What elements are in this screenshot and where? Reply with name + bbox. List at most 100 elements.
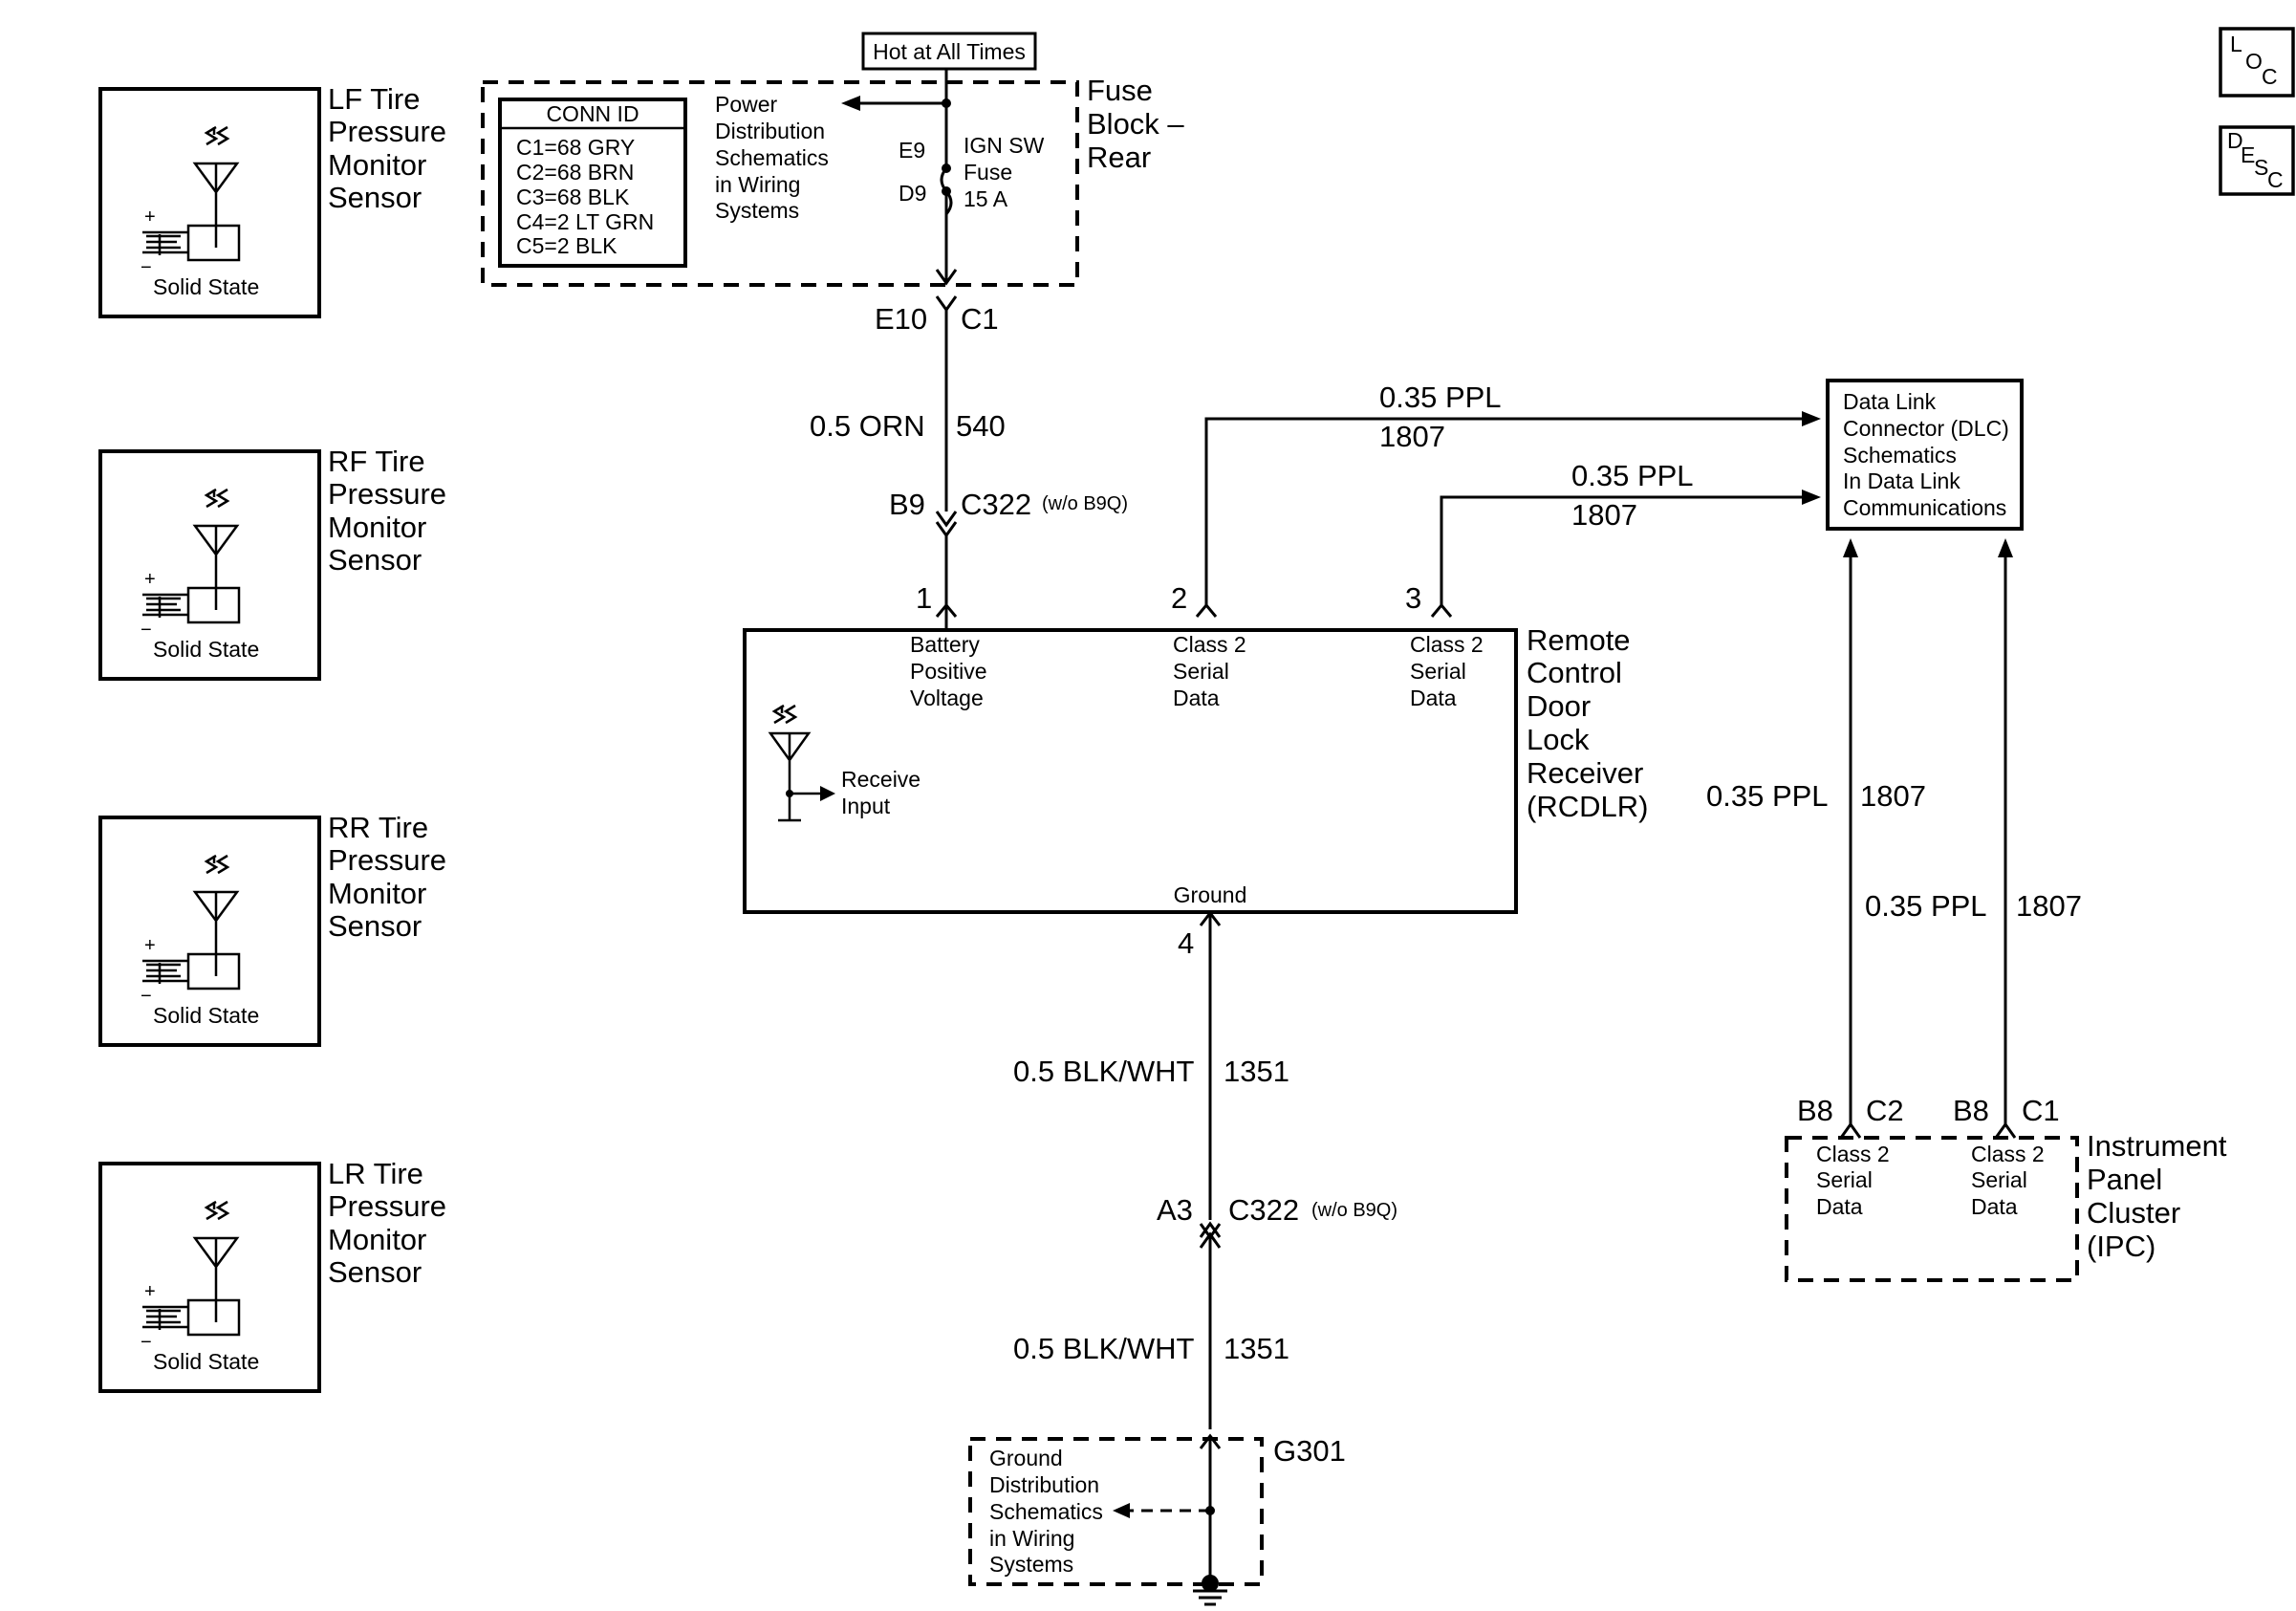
rcdlr-name-line: Lock bbox=[1527, 723, 1590, 756]
connector-pin: E10 bbox=[875, 302, 927, 336]
sensor-name-line: Sensor bbox=[328, 543, 422, 577]
ground-ref-line: Ground bbox=[989, 1446, 1063, 1470]
rr-tire-pressure-sensor: + − Solid State RR Tire Pressure Monitor… bbox=[98, 811, 446, 1047]
dlc-line: In Data Link bbox=[1843, 468, 1960, 493]
ipc-name-line: Instrument bbox=[2087, 1129, 2227, 1163]
sensor-name-line: Pressure bbox=[328, 1189, 446, 1223]
ipc-name-line: Panel bbox=[2087, 1163, 2162, 1196]
conn-id-table: CONN ID C1=68 GRY C2=68 BRN C3=68 BLK C4… bbox=[498, 98, 687, 268]
fuse-label-line: 15 A bbox=[964, 186, 1008, 211]
rcdlr-name-line: Receiver bbox=[1527, 756, 1643, 790]
rcdlr-name-line: Door bbox=[1527, 689, 1591, 723]
sensor-name-line: Monitor bbox=[328, 148, 426, 182]
receive-input-line: Input bbox=[841, 794, 891, 818]
fuse-label-line: IGN SW bbox=[964, 133, 1045, 158]
conn-id-title: CONN ID bbox=[546, 101, 639, 126]
wire-feed-circuit: 540 bbox=[956, 409, 1006, 443]
fuse-pin-bottom: D9 bbox=[899, 181, 926, 206]
wire-color: 0.35 PPL bbox=[1706, 779, 1829, 813]
ipc-pin-label: Data bbox=[1971, 1194, 2018, 1219]
connector-name: C322 bbox=[961, 488, 1031, 521]
sensor-name-line: Pressure bbox=[328, 477, 446, 511]
wire-color: 0.35 PPL bbox=[1571, 459, 1694, 492]
sensor-name-line: RF Tire bbox=[328, 445, 425, 478]
power-ref-line: Power bbox=[715, 92, 778, 117]
dlc-line: Data Link bbox=[1843, 389, 1937, 414]
wire-feed-color: 0.5 ORN bbox=[810, 409, 925, 443]
svg-text:O: O bbox=[2245, 49, 2263, 74]
dlc-line: Connector (DLC) bbox=[1843, 416, 2009, 441]
dlc-line: Communications bbox=[1843, 495, 2006, 520]
ipc-pin-label: Serial bbox=[1816, 1167, 1873, 1192]
sensor-name-line: RR Tire bbox=[328, 811, 428, 844]
dlc-reference-box: Data Link Connector (DLC) Schematics In … bbox=[1826, 379, 2024, 531]
pin-number: 3 bbox=[1405, 581, 1421, 615]
connector-note: (w/o B9Q) bbox=[1042, 493, 1128, 514]
sensor-name-line: LF Tire bbox=[328, 82, 420, 116]
wire-circuit: 1351 bbox=[1224, 1055, 1289, 1088]
wire-color: 0.35 PPL bbox=[1865, 889, 1987, 923]
fuse-block-name-line: Rear bbox=[1087, 141, 1151, 174]
connector-pin: B8 bbox=[1953, 1094, 1989, 1127]
wire-1807-dlc-mid bbox=[1440, 495, 1811, 605]
ground-symbol-icon bbox=[1193, 1589, 1227, 1606]
connector-name: C1 bbox=[961, 302, 999, 336]
pin1-label-line: Voltage bbox=[910, 686, 984, 710]
ipc-pin-label: Serial bbox=[1971, 1167, 2027, 1192]
plus-sign: + bbox=[144, 935, 156, 956]
wire-circuit: 1807 bbox=[1379, 420, 1445, 453]
pin-number: 1 bbox=[916, 581, 932, 615]
pin2-label-line: Serial bbox=[1173, 659, 1229, 684]
arrow-left-icon bbox=[841, 96, 860, 111]
svg-text:D: D bbox=[2227, 128, 2243, 153]
power-ref-line: Systems bbox=[715, 198, 799, 223]
connector-pin: B8 bbox=[1797, 1094, 1833, 1127]
plus-sign: + bbox=[144, 569, 156, 590]
dlc-line: Schematics bbox=[1843, 443, 1957, 468]
wire-circuit: 1807 bbox=[2016, 889, 2082, 923]
ground-ref-line: Systems bbox=[989, 1552, 1073, 1577]
conn-id-row: C3=68 BLK bbox=[516, 185, 630, 209]
svg-text:C: C bbox=[2262, 64, 2278, 89]
pin1-label-line: Positive bbox=[910, 659, 987, 684]
connector-name: C322 bbox=[1228, 1193, 1299, 1227]
pin3-label-line: Class 2 bbox=[1410, 632, 1484, 657]
ground-g301: G301 Ground Distribution Schematics in W… bbox=[968, 1433, 1346, 1606]
connector-pin: B9 bbox=[889, 488, 925, 521]
sensor-name-line: Pressure bbox=[328, 843, 446, 877]
conn-id-row: C5=2 BLK bbox=[516, 233, 617, 258]
sensor-type-label: Solid State bbox=[153, 1003, 259, 1028]
conn-id-row: C2=68 BRN bbox=[516, 160, 634, 185]
ground-ref-line: Distribution bbox=[989, 1472, 1099, 1497]
connector-name: C2 bbox=[1866, 1094, 1904, 1127]
minus-sign: − bbox=[141, 1332, 152, 1353]
ipc-module: B8 C2 B8 C1 Class 2 Serial Data Class 2 … bbox=[1785, 1094, 2227, 1282]
fuse-block-name-line: Block – bbox=[1087, 107, 1184, 141]
pin2-label-line: Data bbox=[1173, 686, 1220, 710]
plus-sign: + bbox=[144, 1281, 156, 1302]
wire-circuit: 1807 bbox=[1571, 498, 1637, 532]
wire-circuit: 1351 bbox=[1224, 1332, 1289, 1365]
wire-circuit: 1807 bbox=[1860, 779, 1926, 813]
fuse-block-rear: Fuse Block – Rear CONN ID C1=68 GRY C2=6… bbox=[481, 69, 1184, 287]
arrow-up-icon bbox=[1998, 538, 2013, 557]
pin2-label-line: Class 2 bbox=[1173, 632, 1246, 657]
antenna-icon bbox=[768, 704, 835, 822]
wire-1807-dlc-top bbox=[1204, 417, 1811, 605]
rcdlr-module: Remote Control Door Lock Receiver (RCDLR… bbox=[743, 581, 1648, 914]
minus-sign: − bbox=[141, 986, 152, 1007]
sensor-name-line: Pressure bbox=[328, 115, 446, 148]
svg-text:C: C bbox=[2267, 167, 2284, 192]
inline-connector-c322-bottom: A3 C322 (w/o B9Q) bbox=[1157, 1193, 1397, 1249]
sensor-name-line: LR Tire bbox=[328, 1157, 423, 1190]
desc-icon[interactable]: D E S C bbox=[2219, 125, 2295, 196]
pin3-label-line: Serial bbox=[1410, 659, 1466, 684]
hot-at-all-times-label: Hot at All Times bbox=[861, 32, 1037, 71]
svg-text:E: E bbox=[2241, 142, 2255, 167]
arrow-left-icon bbox=[1113, 1503, 1130, 1518]
ipc-pin-label: Data bbox=[1816, 1194, 1863, 1219]
loc-icon[interactable]: L O C bbox=[2219, 27, 2295, 98]
arrow-right-icon bbox=[1802, 490, 1821, 505]
minus-sign: − bbox=[141, 257, 152, 278]
